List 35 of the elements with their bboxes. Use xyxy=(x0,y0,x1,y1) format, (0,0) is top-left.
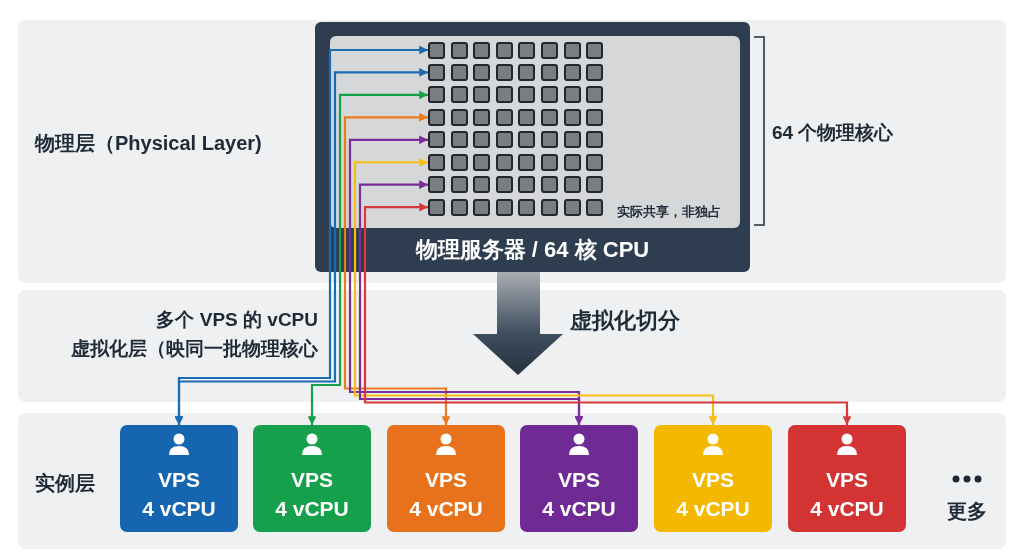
layer-label: 多个 VPS 的 vCPU xyxy=(155,308,318,332)
core-row xyxy=(428,176,606,194)
layer-label: 物理层（Physical Layer) xyxy=(35,131,262,156)
server-box xyxy=(315,22,750,272)
vps-card xyxy=(520,425,638,532)
vps-card xyxy=(654,425,772,532)
vps-label: VPS 4 vCPU xyxy=(141,467,217,522)
vps-label: VPS 4 vCPU xyxy=(541,467,617,522)
vps-label: VPS 4 vCPU xyxy=(274,467,350,522)
vps-card xyxy=(120,425,238,532)
vps-label: VPS 4 vCPU xyxy=(675,467,751,522)
vps-card xyxy=(387,425,505,532)
core-row xyxy=(428,131,606,149)
vps-card xyxy=(788,425,906,532)
more-label: 更多 xyxy=(947,499,987,524)
core-row xyxy=(428,198,606,216)
core-row xyxy=(428,86,606,104)
vps-label: VPS 4 vCPU xyxy=(809,467,885,522)
connector-arrow xyxy=(353,157,718,425)
vps-label: VPS 4 vCPU xyxy=(408,467,484,522)
side-label: 64 个物理核心 xyxy=(772,121,894,145)
note-text: 实际共享，非独占 xyxy=(617,203,721,221)
connector-arrow xyxy=(358,180,584,425)
vps-card xyxy=(253,425,371,532)
arrow-label: 虚拟化切分 xyxy=(570,307,680,335)
connector-arrow xyxy=(343,112,451,425)
connector-arrow xyxy=(307,90,428,425)
server-label: 物理服务器 / 64 核 CPU xyxy=(414,236,651,264)
layer-label: 实例层 xyxy=(35,471,95,496)
core-row xyxy=(428,63,606,81)
connector-arrow xyxy=(363,202,852,425)
core-row xyxy=(428,41,606,59)
core-row xyxy=(428,153,606,171)
layer-label: 虚拟化层（映同一批物理核心 xyxy=(70,337,318,361)
core-row xyxy=(428,108,606,126)
